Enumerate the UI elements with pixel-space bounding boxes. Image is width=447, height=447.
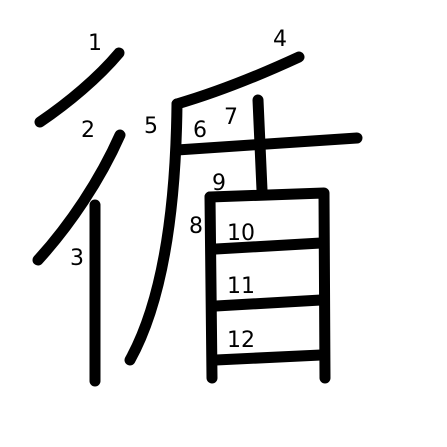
stroke-number-5: 5 <box>144 114 158 139</box>
stroke-number-9: 9 <box>212 171 226 196</box>
stroke-number-6: 6 <box>193 118 207 143</box>
stroke-number-12: 12 <box>227 328 255 353</box>
stroke-10 <box>210 237 327 255</box>
stroke-2 <box>32 129 126 266</box>
stroke-number-labels: 1 2 3 4 5 6 7 8 9 10 11 12 <box>70 27 287 353</box>
stroke-number-3: 3 <box>70 246 84 271</box>
stroke-4 <box>171 51 305 110</box>
stroke-number-11: 11 <box>227 274 255 299</box>
character-strokes <box>32 47 363 387</box>
stroke-1 <box>34 47 125 128</box>
stroke-number-2: 2 <box>81 118 95 143</box>
stroke-6 <box>171 132 363 156</box>
stroke-7 <box>252 94 268 196</box>
stroke-12 <box>210 349 327 366</box>
stroke-number-10: 10 <box>227 221 255 246</box>
stroke-number-1: 1 <box>88 31 102 56</box>
stroke-number-8: 8 <box>189 214 203 239</box>
stroke-number-4: 4 <box>273 27 287 52</box>
stroke-11 <box>210 294 327 312</box>
stroke-9 <box>204 187 331 384</box>
stroke-8 <box>204 191 218 384</box>
stroke-5 <box>124 98 183 366</box>
stroke-number-7: 7 <box>224 105 238 130</box>
